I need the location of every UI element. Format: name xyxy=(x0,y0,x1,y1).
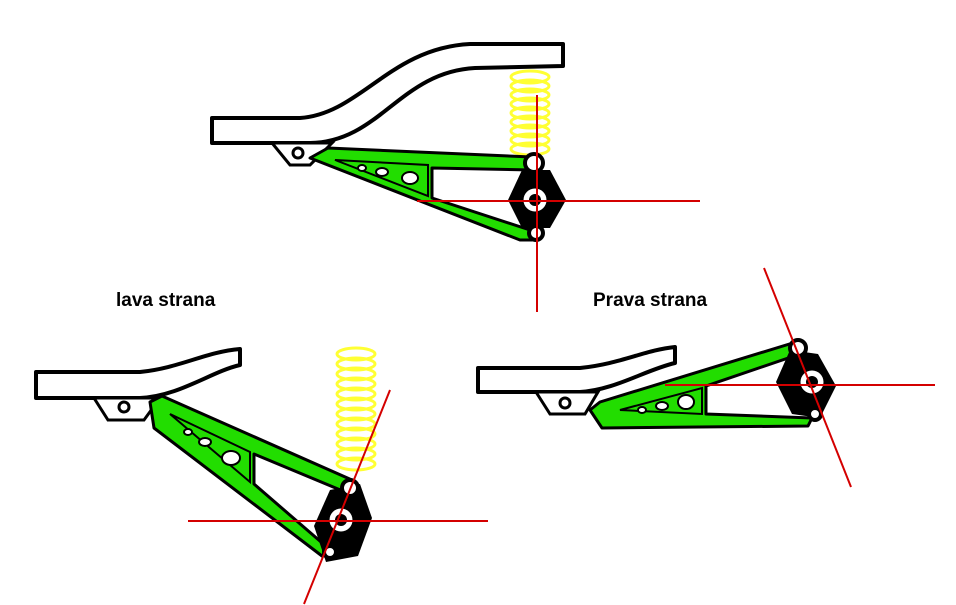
right-side-label: Prava strana xyxy=(593,290,708,311)
suspension-left xyxy=(34,346,488,605)
chassis-frame xyxy=(210,42,565,145)
suspension-right xyxy=(476,267,935,488)
suspension-neutral xyxy=(210,42,700,312)
chassis-frame xyxy=(34,347,242,400)
coil-spring xyxy=(335,346,377,472)
pivot-bolt xyxy=(291,146,305,160)
axis-line-tilted xyxy=(303,389,391,605)
pivot-bolt xyxy=(558,396,572,410)
left-side-label: lava strana xyxy=(116,290,216,311)
axis-line-tilted xyxy=(763,267,852,488)
chassis-frame xyxy=(476,345,677,394)
pivot-bolt xyxy=(117,400,131,414)
coil-spring xyxy=(509,69,551,157)
